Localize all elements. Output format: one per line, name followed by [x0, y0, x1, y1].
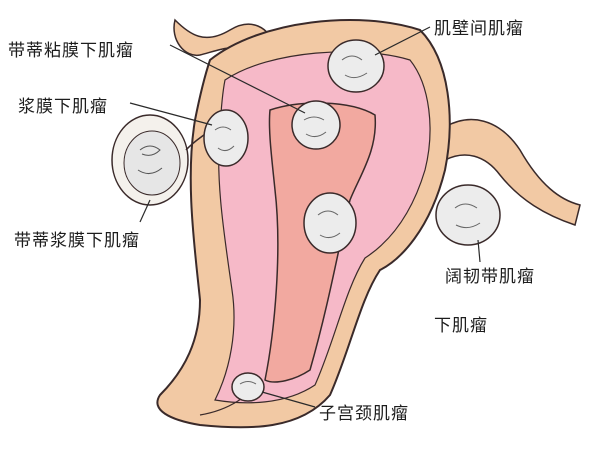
label-pedunculated-subserosal: 带蒂浆膜下肌瘤: [14, 231, 140, 251]
label-submucosal: 下肌瘤: [434, 316, 488, 336]
intramural-fibroid: [327, 39, 385, 93]
label-cervical: 子宫颈肌瘤: [319, 404, 409, 424]
label-intramural: 肌壁间肌瘤: [434, 19, 524, 39]
broad-ligament-fibroid: [435, 184, 501, 246]
label-subserosal: 浆膜下肌瘤: [18, 97, 108, 117]
leader-lines: [129, 26, 481, 408]
subserosal-fibroid: [203, 109, 249, 167]
pedunculated-submucosal-fibroid: [291, 100, 341, 150]
right-fallopian-tube: [439, 118, 581, 226]
pedunculated-subserosal-fibroid: [111, 114, 211, 206]
submucosal-fibroid: [303, 192, 357, 254]
cervical-fibroid: [231, 372, 265, 402]
label-pedunculated-submucosal: 带蒂粘膜下肌瘤: [8, 41, 134, 61]
label-broad-ligament: 阔韧带肌瘤: [445, 267, 535, 287]
